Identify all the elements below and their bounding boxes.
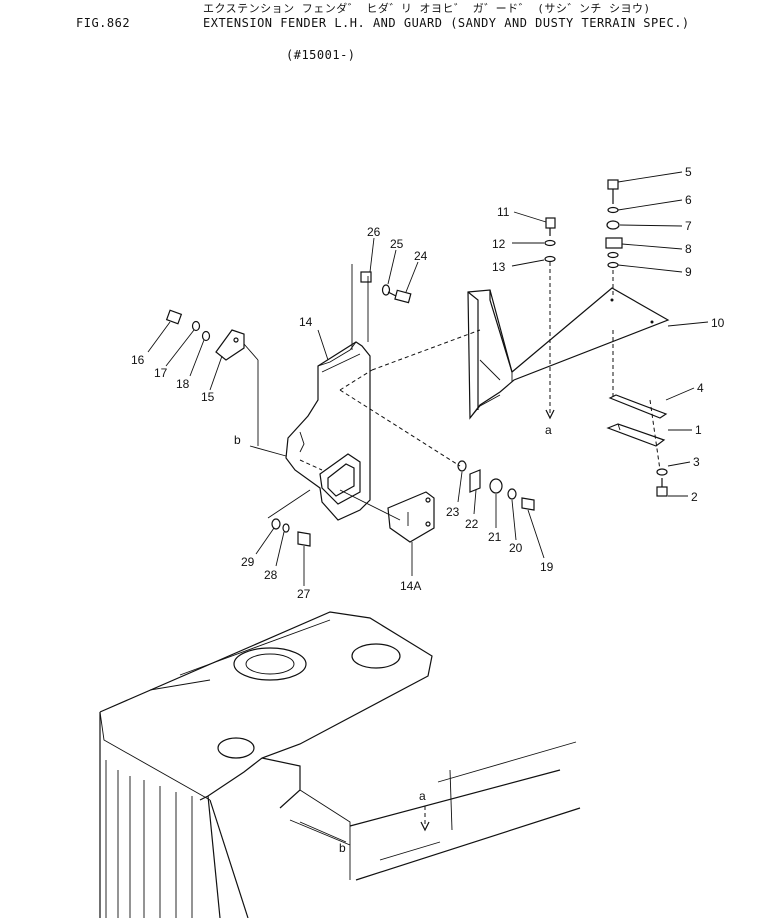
callout-1: 1 (695, 423, 702, 437)
callout-18: 18 (176, 377, 190, 391)
guard-14a (339, 489, 435, 543)
parts-24-26 (381, 284, 412, 304)
reference-mark-b: b (234, 433, 241, 447)
title-english: EXTENSION FENDER L.H. AND GUARD (SANDY A… (203, 16, 690, 30)
bolt-11-stack (544, 217, 556, 420)
bracket-15 (215, 329, 259, 446)
callout-27: 27 (297, 587, 311, 601)
callout-3: 3 (693, 455, 700, 469)
bolt-5-stack (605, 179, 623, 400)
callout-11: 11 (497, 205, 510, 219)
callout-24: 24 (414, 249, 428, 263)
reference-b-upper: b (234, 433, 287, 457)
reference-mark-a-lower: a (419, 789, 426, 803)
reference-mark-b-lower: b (339, 841, 346, 855)
title-japanese: エクステンション フェンダ゛ ヒダ゛リ オヨヒ゛ ガ゛ード゛ (サシ゛ンチ シヨ… (203, 2, 651, 15)
callout-14: 14 (299, 315, 313, 329)
callout-2: 2 (691, 490, 698, 504)
callout-17: 17 (154, 366, 168, 380)
callout-15: 15 (201, 390, 215, 404)
callout-6: 6 (685, 193, 692, 207)
callout-labels: 1 2 3 4 5 6 7 8 9 10 11 12 13 14 14A 15 … (131, 165, 725, 601)
bolt-16-stack (165, 309, 211, 342)
bolt-27-stack (267, 489, 311, 547)
callout-29: 29 (241, 555, 255, 569)
callout-4: 4 (697, 381, 704, 395)
callout-16: 16 (131, 353, 145, 367)
bracket-assembly (467, 287, 670, 420)
callout-20: 20 (509, 541, 523, 555)
callout-7: 7 (685, 219, 692, 233)
callout-13: 13 (492, 260, 506, 274)
callout-12: 12 (492, 237, 506, 251)
callout-5: 5 (685, 165, 692, 179)
machine-body: a b (99, 611, 581, 918)
callout-8: 8 (685, 242, 692, 256)
callout-23: 23 (446, 505, 460, 519)
callout-26: 26 (367, 225, 381, 239)
serial-range: (#15001-) (286, 48, 356, 62)
callout-28: 28 (264, 568, 278, 582)
callout-14a: 14A (400, 579, 421, 593)
callout-22: 22 (465, 517, 479, 531)
callout-10: 10 (711, 316, 725, 330)
callout-25: 25 (390, 237, 404, 251)
callout-19: 19 (540, 560, 554, 574)
reference-mark-a: a (545, 423, 552, 437)
callout-9: 9 (685, 265, 692, 279)
callout-21: 21 (488, 530, 502, 544)
lower-plates (606, 394, 668, 497)
extension-fender (285, 264, 481, 521)
bolt-19-stack (457, 460, 535, 511)
figure-number: FIG.862 (76, 16, 131, 30)
